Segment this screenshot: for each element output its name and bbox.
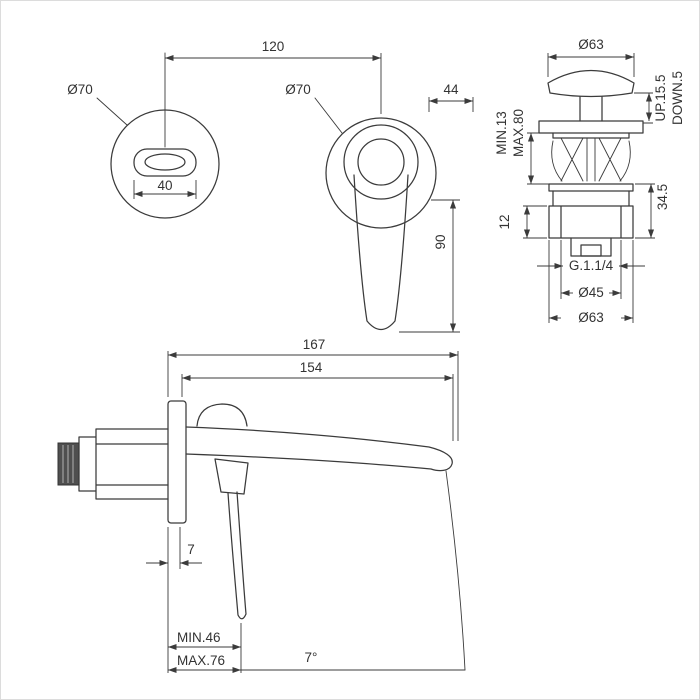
dim-label-spray-angle: 7° (305, 650, 318, 665)
label-diameter-plan: Ø70 (67, 82, 128, 126)
drain-claw-mechanism (551, 137, 631, 182)
dim-thread-size: G.1.1/4 (537, 258, 645, 273)
dim-centers-distance: 120 (165, 39, 382, 114)
dim-locknut-height: 12 (497, 205, 547, 239)
dim-label-flange-diameter: Ø63 (578, 310, 604, 325)
dim-label-cap-diameter: Ø63 (578, 37, 604, 52)
rough-in-valve-body (78, 428, 169, 500)
spout-top-outline (133, 148, 197, 177)
dim-label-spout-reach: 154 (300, 360, 323, 375)
dim-min-wall-depth: MIN.46 (168, 630, 241, 651)
tailpiece-slot (580, 244, 602, 257)
handle-stem (353, 174, 409, 331)
side-view: 167 154 7 MIN.46 MAX.76 (57, 337, 466, 674)
dim-handle-length: 90 (399, 199, 460, 333)
dim-label-overall-reach: 167 (303, 337, 326, 352)
dim-label-thread-size: G.1.1/4 (569, 258, 614, 273)
drain-view: Ø63 UP.15.5 DOWN.5 MIN.13 MAX.80 (494, 37, 685, 325)
dim-clamp-range: MIN.13 MAX.80 (494, 109, 549, 185)
drain-washer (548, 183, 634, 192)
dim-label-plan-diameter: Ø70 (67, 82, 93, 97)
dim-label-min-height: MIN.13 (494, 111, 509, 155)
plan-view: 40 Ø70 (67, 52, 220, 219)
leader-line (314, 97, 343, 134)
water-stream-line (445, 470, 466, 671)
drain-body-nut (548, 190, 634, 239)
dim-label-pipe-diameter: Ø45 (578, 285, 604, 300)
dim-plate-depth: 7 (146, 527, 202, 673)
dim-spout-width: 40 (133, 178, 197, 199)
lever-handle (227, 491, 247, 620)
lever-pivot (214, 458, 249, 495)
dim-flange-diameter: Ø63 (548, 240, 634, 325)
dim-label-up-travel: UP.15.5 (653, 74, 668, 121)
handle-ring-inner (357, 138, 405, 186)
leader-line (96, 97, 128, 126)
drain-cap-stem (579, 96, 603, 122)
dim-cap-diameter: Ø63 (547, 37, 635, 77)
cartridge-housing (196, 403, 248, 427)
dim-handle-width: 44 (428, 82, 474, 112)
dim-label-spout-width: 40 (157, 178, 172, 193)
dim-max-wall-depth: MAX.76 (168, 653, 241, 674)
dim-pipe-diameter: Ø45 (560, 240, 622, 300)
dim-label-locknut-height: 12 (497, 214, 512, 229)
dim-label-down-travel: DOWN.5 (670, 71, 685, 125)
dim-label-max-height: MAX.80 (511, 109, 526, 157)
drain-flange (538, 120, 644, 134)
drain-cap (547, 69, 635, 98)
dim-label-body-height: 34.5 (655, 184, 670, 210)
handle-ring-outer (343, 124, 419, 200)
escutcheon-circle-front (325, 117, 437, 229)
dim-cap-travel: UP.15.5 DOWN.5 (634, 71, 685, 125)
front-view: Ø70 44 90 (285, 82, 474, 333)
dim-spout-reach: 154 (181, 360, 454, 441)
spout-aerator (144, 153, 186, 171)
label-diameter-front: Ø70 (285, 82, 343, 134)
spout (185, 426, 453, 472)
wall-plate (167, 400, 187, 524)
dim-label-handle-width: 44 (443, 82, 459, 97)
drain-flange-lip (552, 132, 630, 139)
dim-label-min-wall-depth: MIN.46 (177, 630, 221, 645)
drain-tailpiece (570, 237, 612, 257)
dim-body-height: 34.5 (635, 183, 670, 239)
dim-label-max-wall-depth: MAX.76 (177, 653, 225, 668)
connector-ribs (62, 445, 74, 483)
dim-label-front-diameter: Ø70 (285, 82, 311, 97)
dim-label-handle-length: 90 (433, 234, 448, 249)
dim-overall-reach: 167 (167, 337, 459, 441)
dim-label-plate-depth: 7 (187, 542, 195, 557)
dim-label-centers-distance: 120 (262, 39, 285, 54)
